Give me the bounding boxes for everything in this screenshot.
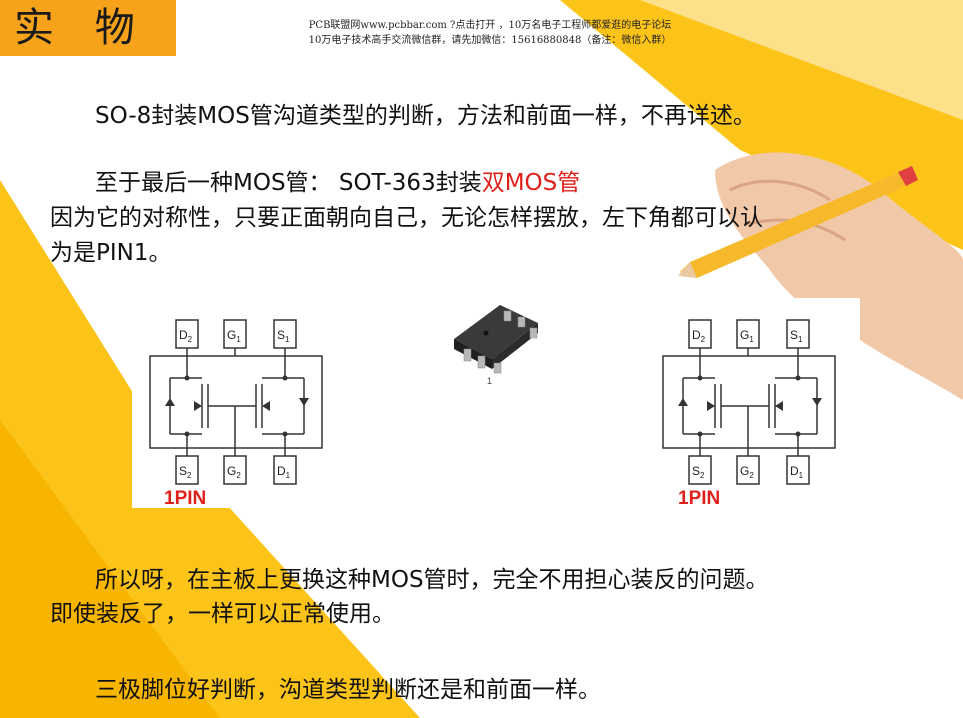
paragraph-transistor: 三极脚位好判断，沟道类型判断还是和前面一样。 xyxy=(95,677,601,703)
pin-right-bottom-2: G2 xyxy=(740,464,754,480)
slide-title: 实 物 xyxy=(14,5,149,51)
paragraph-replace: 所以呀，在主板上更换这种MOS管时，完全不用担心装反的问题。 xyxy=(95,567,769,593)
chip-pin1-label: 1 xyxy=(487,376,493,386)
pin-right-bottom-3: D1 xyxy=(790,464,804,480)
pin1-label-left: 1PIN xyxy=(164,488,207,509)
pin-right-top-2: G1 xyxy=(740,328,754,344)
pin-right-top-1: D2 xyxy=(692,328,706,344)
dual-mos-highlight: 双MOS管 xyxy=(481,170,581,196)
pin-left-top-2: G1 xyxy=(227,328,241,344)
schematic-right: D2 G1 S1 S2 G2 D1 xyxy=(662,319,836,485)
pin-left-top-3: S1 xyxy=(277,328,290,344)
pin-right-top-3: S1 xyxy=(790,328,803,344)
pin-left-bottom-3: D1 xyxy=(277,464,291,480)
paragraph-reverse-ok: 即使装反了，一样可以正常使用。 xyxy=(50,601,395,627)
pin-left-bottom-1: S2 xyxy=(179,464,192,480)
paragraph-sot363-text: 至于最后一种MOS管： SOT-363封装 xyxy=(95,170,482,196)
pin1-label-right: 1PIN xyxy=(678,488,721,509)
header-forum-line: PCB联盟网www.pcbbar.com ?点击打开 ，10万名电子工程师都爱逛… xyxy=(308,20,672,31)
schematic-left-panel: D2 G1 S1 S2 G2 D1 xyxy=(132,298,342,508)
header-wechat-line: 10万电子技术高手交流微信群，请先加微信：15616880848（备注：微信入群… xyxy=(308,35,672,46)
paragraph-so8: SO-8封装MOS管沟道类型的判断，方法和前面一样，不再详述。 xyxy=(95,103,756,129)
paragraph-sot363: 至于最后一种MOS管： SOT-363封装双MOS管 xyxy=(95,168,580,198)
title-banner: 实 物 xyxy=(0,0,176,56)
schematic-left: D2 G1 S1 S2 G2 D1 xyxy=(149,319,323,485)
pin-left-top-1: D2 xyxy=(179,328,193,344)
paragraph-symmetry: 因为它的对称性，只要正面朝向自己，无论怎样摆放，左下角都可以认 xyxy=(50,205,763,231)
pin-left-bottom-2: G2 xyxy=(227,464,241,480)
paragraph-pin1: 为是PIN1。 xyxy=(50,240,172,266)
sot363-chip-image xyxy=(454,305,538,374)
hand-with-pencil-image xyxy=(678,152,963,400)
schematic-right-panel: D2 G1 S1 S2 G2 D1 xyxy=(645,298,860,488)
pin-right-bottom-1: S2 xyxy=(692,464,705,480)
